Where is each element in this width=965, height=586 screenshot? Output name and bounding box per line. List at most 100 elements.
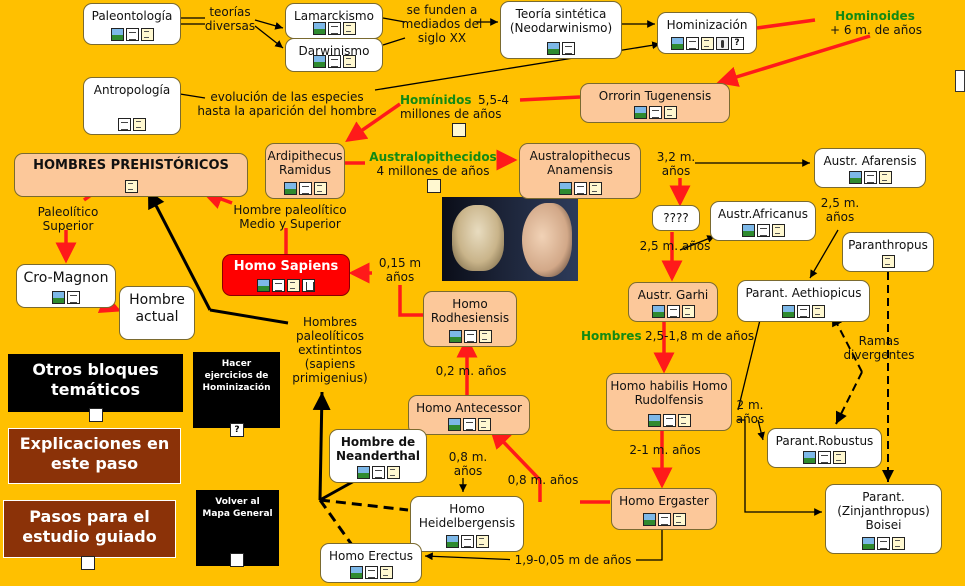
- node-heidelbergensis[interactable]: Homo Heidelbergensis: [410, 496, 524, 552]
- node-australopithecus-anamensis[interactable]: Australopithecus Anamensis: [519, 143, 641, 199]
- text-icon[interactable]: [461, 535, 474, 548]
- node-ardipithecus[interactable]: Ardipithecus Ramidus: [265, 143, 345, 199]
- node-paranthropus[interactable]: Paranthropus: [842, 232, 934, 272]
- text-icon[interactable]: [864, 171, 877, 184]
- document-icon[interactable]: [125, 180, 138, 193]
- text-icon[interactable]: [818, 451, 831, 464]
- document-icon[interactable]: [892, 537, 905, 550]
- map-icon[interactable]: [89, 408, 103, 422]
- image-icon[interactable]: [449, 330, 462, 343]
- image-icon[interactable]: [357, 466, 370, 479]
- text-icon[interactable]: [328, 22, 341, 35]
- image-icon[interactable]: [782, 305, 795, 318]
- text-icon[interactable]: [365, 566, 378, 579]
- question-icon[interactable]: ?: [230, 423, 244, 437]
- document-icon[interactable]: [664, 106, 677, 119]
- node-darwinismo[interactable]: Darwinismo: [285, 38, 383, 72]
- image-icon[interactable]: [350, 566, 363, 579]
- node-erectus[interactable]: Homo Erectus: [320, 543, 422, 583]
- text-icon[interactable]: [328, 55, 341, 68]
- node-hombres-prehistoricos[interactable]: HOMBRES PREHISTÓRICOS: [14, 153, 248, 197]
- image-icon[interactable]: [446, 535, 459, 548]
- image-icon[interactable]: [313, 22, 326, 35]
- document-icon[interactable]: [343, 22, 356, 35]
- text-icon[interactable]: [272, 279, 285, 292]
- document-icon[interactable]: [287, 279, 300, 292]
- document-icon[interactable]: [678, 414, 691, 427]
- image-icon[interactable]: [448, 418, 461, 431]
- image-icon[interactable]: [634, 106, 647, 119]
- node-afarensis[interactable]: Austr. Afarensis: [814, 148, 926, 188]
- image-icon[interactable]: [559, 182, 572, 195]
- question-icon[interactable]: ?: [731, 37, 744, 50]
- image-icon[interactable]: [52, 291, 65, 304]
- otros-bloques-button[interactable]: Otros bloques temáticos: [8, 354, 183, 412]
- document-icon[interactable]: [772, 224, 785, 237]
- map-icon[interactable]: [230, 553, 244, 567]
- image-icon[interactable]: [111, 28, 124, 41]
- text-icon[interactable]: [686, 37, 699, 50]
- document-icon[interactable]: [882, 255, 895, 268]
- document-icon[interactable]: [478, 418, 491, 431]
- node-hombre-actual[interactable]: Hombre actual: [119, 286, 195, 340]
- text-icon[interactable]: [562, 42, 575, 55]
- document-icon[interactable]: [314, 182, 327, 195]
- node-teoria-sintetica[interactable]: Teoría sintética (Neodarwinismo): [500, 1, 622, 59]
- node-ergaster[interactable]: Homo Ergaster: [611, 488, 717, 530]
- node-habilis[interactable]: Homo habilis Homo Rudolfensis: [606, 373, 732, 431]
- text-icon[interactable]: [877, 537, 890, 550]
- image-icon[interactable]: [742, 224, 755, 237]
- node-paleontologia[interactable]: Paleontología: [83, 3, 181, 45]
- explicaciones-button[interactable]: Explicaciones en este paso: [8, 428, 181, 484]
- image-icon[interactable]: [643, 513, 656, 526]
- figure-icon[interactable]: [716, 37, 729, 50]
- image-icon[interactable]: [284, 182, 297, 195]
- text-icon[interactable]: [299, 182, 312, 195]
- node-hominizacion[interactable]: Hominización ?: [657, 12, 757, 54]
- text-icon[interactable]: [663, 414, 676, 427]
- node-cro-magnon[interactable]: Cro-Magnon: [16, 264, 116, 308]
- image-icon[interactable]: [862, 537, 875, 550]
- image-icon[interactable]: [313, 55, 326, 68]
- text-icon[interactable]: [667, 305, 680, 318]
- document-icon[interactable]: [133, 118, 146, 131]
- image-icon[interactable]: [257, 279, 270, 292]
- text-icon[interactable]: [126, 28, 139, 41]
- image-icon[interactable]: [803, 451, 816, 464]
- text-icon[interactable]: [372, 466, 385, 479]
- document-icon[interactable]: [427, 179, 441, 193]
- text-icon[interactable]: [757, 224, 770, 237]
- document-icon[interactable]: [833, 451, 846, 464]
- text-icon[interactable]: [797, 305, 810, 318]
- text-icon[interactable]: [649, 106, 662, 119]
- node-orrorin[interactable]: Orrorin Tugenensis: [580, 83, 730, 123]
- document-icon[interactable]: [452, 123, 466, 137]
- document-icon[interactable]: [343, 55, 356, 68]
- text-icon[interactable]: [658, 513, 671, 526]
- image-icon[interactable]: [671, 37, 684, 50]
- node-boisei[interactable]: Parant. (Zinjanthropus) Boisei: [825, 484, 942, 554]
- image-icon[interactable]: [547, 42, 560, 55]
- document-icon[interactable]: [387, 466, 400, 479]
- document-icon[interactable]: [879, 171, 892, 184]
- node-lamarckismo[interactable]: Lamarckismo: [285, 3, 383, 39]
- text-icon[interactable]: [67, 291, 80, 304]
- node-rodhesiensis[interactable]: Homo Rodhesiensis: [423, 291, 517, 347]
- document-icon[interactable]: [380, 566, 393, 579]
- node-robustus[interactable]: Parant.Robustus: [767, 428, 882, 468]
- image-icon[interactable]: [648, 414, 661, 427]
- ejercicios-button[interactable]: Hacer ejercicios de Hominización: [193, 352, 280, 428]
- image-icon[interactable]: [849, 171, 862, 184]
- text-icon[interactable]: [464, 330, 477, 343]
- document-icon[interactable]: [479, 330, 492, 343]
- node-garhi[interactable]: Austr. Garhi: [628, 282, 718, 322]
- document-icon[interactable]: [673, 513, 686, 526]
- document-icon[interactable]: [682, 305, 695, 318]
- document-icon[interactable]: [589, 182, 602, 195]
- document-icon[interactable]: [812, 305, 825, 318]
- text-icon[interactable]: [574, 182, 587, 195]
- map-icon[interactable]: [81, 556, 95, 570]
- text-icon[interactable]: [463, 418, 476, 431]
- node-neanderthal[interactable]: Hombre de Neanderthal: [329, 429, 427, 483]
- document-icon[interactable]: [701, 37, 714, 50]
